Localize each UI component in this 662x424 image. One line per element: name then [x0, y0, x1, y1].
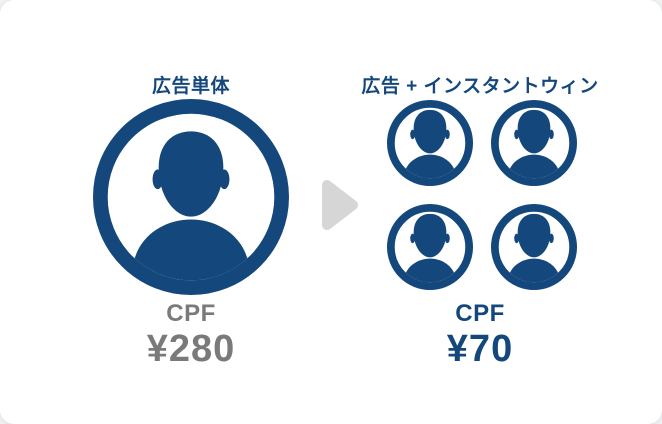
person-icon-grid: [387, 100, 577, 290]
right-metric-label: CPF: [455, 300, 505, 327]
right-metric-value: ¥70: [446, 328, 514, 371]
left-metric-label: CPF: [166, 300, 216, 327]
right-column-title: 広告 + インスタントウィン: [361, 75, 599, 97]
person-in-circle-icon: [93, 99, 289, 295]
left-metric: CPF ¥280: [93, 300, 289, 371]
person-in-circle-icon: [387, 100, 473, 186]
left-column-title: 広告単体: [151, 75, 230, 97]
person-in-circle-icon: [387, 204, 473, 290]
person-in-circle-icon: [491, 204, 577, 290]
right-arrow-triangle-icon: [317, 175, 363, 235]
person-in-circle-icon: [491, 100, 577, 186]
right-metric: CPF ¥70: [385, 300, 575, 371]
left-metric-value: ¥280: [146, 328, 236, 371]
